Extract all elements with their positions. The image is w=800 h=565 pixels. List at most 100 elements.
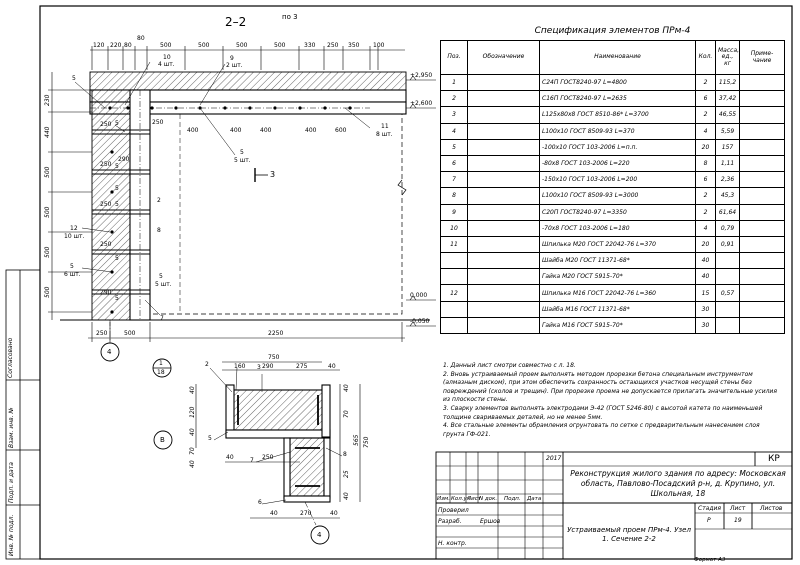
developer-name: Ершов [480,518,501,525]
part-label: 5 [115,201,119,208]
part-label: 6 [258,499,262,506]
dim-label: 40 [343,384,350,392]
side-stamp-sign-date: Подп. и дата [8,462,15,503]
section-marker-sheet: 18 [157,369,165,376]
part-label: 11 [381,123,389,130]
dim-label: 270 [300,510,312,517]
part-label: 5 [115,185,119,192]
project-title: Реконструкция жилого здания по адресу: М… [570,469,786,498]
spec-cell-designation [467,154,540,173]
spec-cell-pos: 5 [440,138,468,156]
note-line: повреждений (сколов и трещин). При проре… [443,387,777,395]
doc-year: 2017 [546,455,562,462]
spec-cell-name: Шпилька М16 ГОСТ 22042-76 L=360 [539,284,696,302]
spec-cell-pos [440,316,468,335]
spec-cell-note [739,171,785,189]
spec-cell-mass: 46,55 [715,106,740,124]
spec-cell-mass: 157 [715,138,740,156]
dim-label: 290 [118,156,130,163]
spec-cell-pos: 12 [440,284,468,302]
part-label: 5 [240,149,244,156]
spec-title: Спецификация элементов ПРм-4 [534,26,691,36]
spec-header-mass: Масса, ед., кг [715,40,740,75]
spec-row: Шайба М16 ГОСТ 11371-68*30 [440,300,785,318]
spec-cell-note [739,252,785,270]
spec-cell-pos: 2 [440,90,468,108]
spec-cell-name: С20П ГОСТ8240-97 L=3350 [539,203,696,221]
dim-label: 25 [343,470,350,478]
spec-cell-name: -100х10 ГОСТ 103-2006 L=п.п. [539,138,696,156]
spec-cell-name: Шайба М16 ГОСТ 11371-68* [539,300,696,318]
part-label: 10 [163,54,171,61]
elevation-mark: +2,600 [410,100,433,107]
cut-marker-label: 3 [270,170,276,179]
spec-cell-designation [467,203,540,221]
dim-label: 40 [328,363,336,370]
part-label: 7 [160,315,164,322]
spec-header-note: Приме- чание [739,40,785,75]
spec-cell-qty: 2 [695,73,716,92]
spec-cell-designation [467,268,540,286]
dim-label: 290 [262,363,274,370]
spec-cell-qty: 40 [695,252,716,270]
spec-cell-mass: 0,57 [715,284,740,302]
part-label: 7 [250,457,254,464]
dim-label: 500 [44,246,51,258]
spec-cell-qty: 30 [695,316,716,335]
part-label-qty: 8 шт. [376,131,393,138]
spec-header-name: Наименование [539,40,696,75]
note-line: 2. Вновь устраиваемый проем выполнять ме… [443,370,753,378]
node-letter: В [160,436,165,444]
spec-cell-note [739,300,785,318]
dim-label: 220 [110,42,122,49]
dim-label: 275 [296,363,308,370]
section-marker-num: 1 [159,360,163,367]
spec-cell-designation [467,73,540,92]
spec-cell-note [739,106,785,124]
spec-cell-designation [467,171,540,189]
spec-cell-designation [467,219,540,237]
elevation-mark: 0,000 [410,292,428,299]
stage-label: Стадия [698,505,722,512]
stage-value: Р [707,517,711,524]
spec-cell-designation [467,300,540,318]
dim-label: 40 [330,510,338,517]
col-header-sheet: Лист [467,496,481,502]
spec-cell-designation [467,284,540,302]
note-line: 1. Данный лист смотри совместно с л. 18. [443,362,576,369]
spec-cell-mass: 5,59 [715,122,740,140]
dim-label: 400 [305,127,317,134]
spec-cell-qty: 2 [695,187,716,205]
spec-cell-pos [440,300,468,318]
spec-cell-qty: 2 [695,203,716,221]
spec-cell-designation [467,187,540,205]
dim-label: 250 [327,42,339,49]
part-label-qty: 4 шт. [158,61,175,68]
doc-code: КР [768,454,780,464]
side-stamp-frame [5,269,41,560]
dim-label: 40 [189,460,196,468]
note-line: толщине свариваемых деталей, но не менее… [443,413,603,421]
dim-label: 120 [189,406,196,418]
section-title: 2–2 [225,15,247,29]
col-header-date: Дата [527,496,542,502]
spec-cell-note [739,284,785,302]
part-label-qty: 5 шт. [155,281,172,288]
col-header-sign: Подп. [504,496,521,502]
spec-cell-qty: 4 [695,122,716,140]
part-label: 5 [115,295,119,302]
spec-cell-pos: 11 [440,235,468,254]
dim-label: 500 [198,42,210,49]
spec-cell-name: -150х10 ГОСТ 103-2006 L=200 [539,171,696,189]
spec-cell-qty: 30 [695,300,716,318]
dim-label: 250 [100,121,112,128]
dim-label: 100 [373,42,385,49]
part-label: 8 [157,227,161,234]
spec-row: Гайка М20 ГОСТ 5915-70*40 [440,268,785,286]
spec-cell-pos [440,268,468,286]
